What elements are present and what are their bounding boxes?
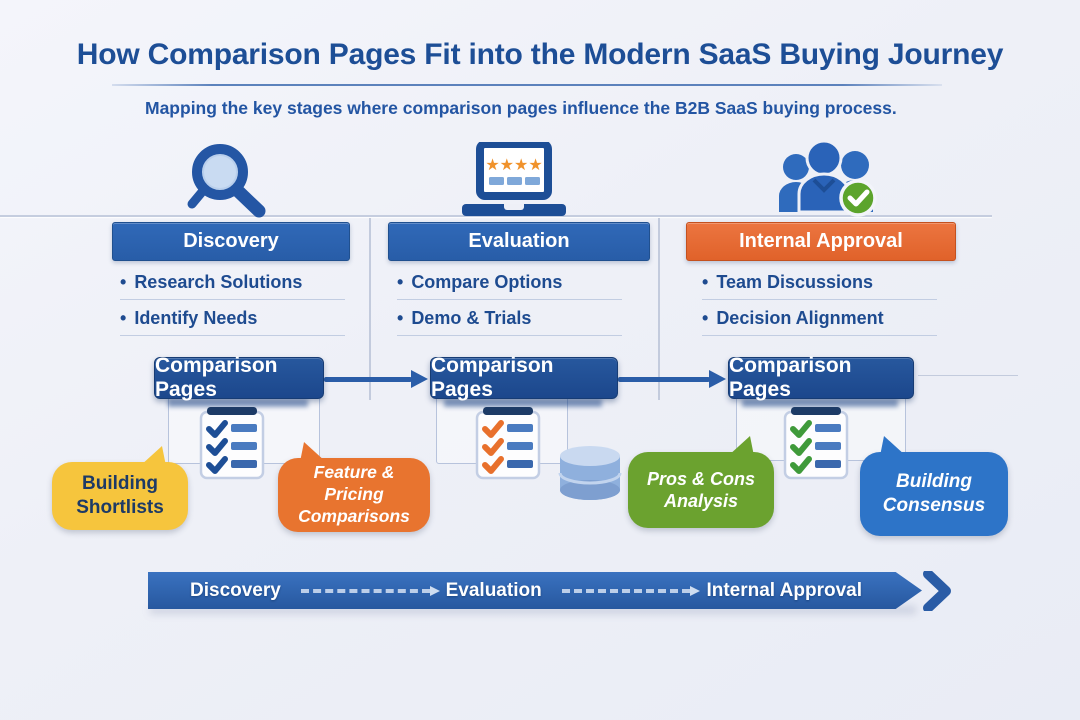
bullet-dot-icon: • [702, 308, 709, 328]
list-item: •Demo & Trials [397, 308, 622, 336]
flow-arrow-2 [618, 370, 726, 388]
bullet-dot-icon: • [120, 272, 127, 292]
list-item: •Identify Needs [120, 308, 345, 336]
dashed-arrow-icon [561, 585, 701, 596]
checklist-icon-green [783, 407, 849, 480]
bubble-pros-cons-analysis: Pros & Cons Analysis [628, 436, 774, 528]
bullet-dot-icon: • [120, 308, 127, 328]
timeline-bar: Discovery Evaluation Internal Approval [148, 572, 922, 609]
internal-approval-bullet-list: •Team Discussions •Decision Alignment [702, 272, 937, 344]
comparison-pages-box-internal-approval: Comparison Pages [728, 354, 914, 401]
page-subtitle: Mapping the key stages where comparison … [145, 98, 897, 118]
flow-arrow-1 [324, 370, 428, 388]
timeline-stage-evaluation: Evaluation [445, 579, 542, 601]
stage-header-discovery: Discovery [112, 222, 350, 261]
bullet-dot-icon: • [397, 272, 404, 292]
discovery-bullet-list: •Research Solutions •Identify Needs [120, 272, 345, 344]
bubble-feature-pricing-comparisons: Feature & Pricing Comparisons [278, 442, 430, 532]
evaluation-bullet-list: •Compare Options •Demo & Trials [397, 272, 622, 344]
timeline-stage-discovery: Discovery [190, 579, 281, 601]
checklist-icon-orange [475, 407, 541, 480]
bubble-tail [728, 436, 754, 456]
timeline-stage-internal-approval: Internal Approval [706, 579, 862, 601]
ghost-text [168, 399, 308, 407]
magnifier-icon [187, 144, 266, 218]
list-item: •Team Discussions [702, 272, 937, 300]
ghost-text [444, 399, 602, 407]
svg-text:★★★★: ★★★★ [485, 155, 542, 174]
dashed-arrow-icon [300, 585, 440, 596]
ghost-text [742, 399, 898, 407]
stage-header-evaluation: Evaluation [388, 222, 650, 261]
laptop-rating-icon: ★★★★ [462, 142, 566, 216]
list-item: •Compare Options [397, 272, 622, 300]
page-title: How Comparison Pages Fit into the Modern… [76, 38, 1004, 71]
comparison-pages-box-evaluation: Comparison Pages [430, 354, 618, 401]
timeline-shadow [150, 606, 916, 614]
bubble-tail [140, 446, 166, 466]
bubble-building-shortlists: Building Shortlists [52, 446, 188, 530]
bullet-dot-icon: • [702, 272, 709, 292]
list-item: •Decision Alignment [702, 308, 937, 336]
stage-header-internal-approval: Internal Approval [686, 222, 956, 261]
column-divider-2 [658, 218, 660, 400]
bubble-tail [880, 436, 906, 456]
list-item: •Research Solutions [120, 272, 345, 300]
team-approval-icon [779, 139, 877, 217]
title-underline [112, 84, 942, 86]
checklist-icon-blue [199, 407, 265, 480]
bubble-tail [300, 442, 326, 462]
chevron-right-icon [923, 571, 951, 611]
database-icon [558, 446, 622, 500]
bubble-building-consensus: Building Consensus [860, 436, 1008, 536]
column-divider-1 [369, 218, 371, 400]
right-edge-line [918, 375, 1018, 376]
bullet-dot-icon: • [397, 308, 404, 328]
comparison-pages-box-discovery: Comparison Pages [154, 354, 324, 401]
